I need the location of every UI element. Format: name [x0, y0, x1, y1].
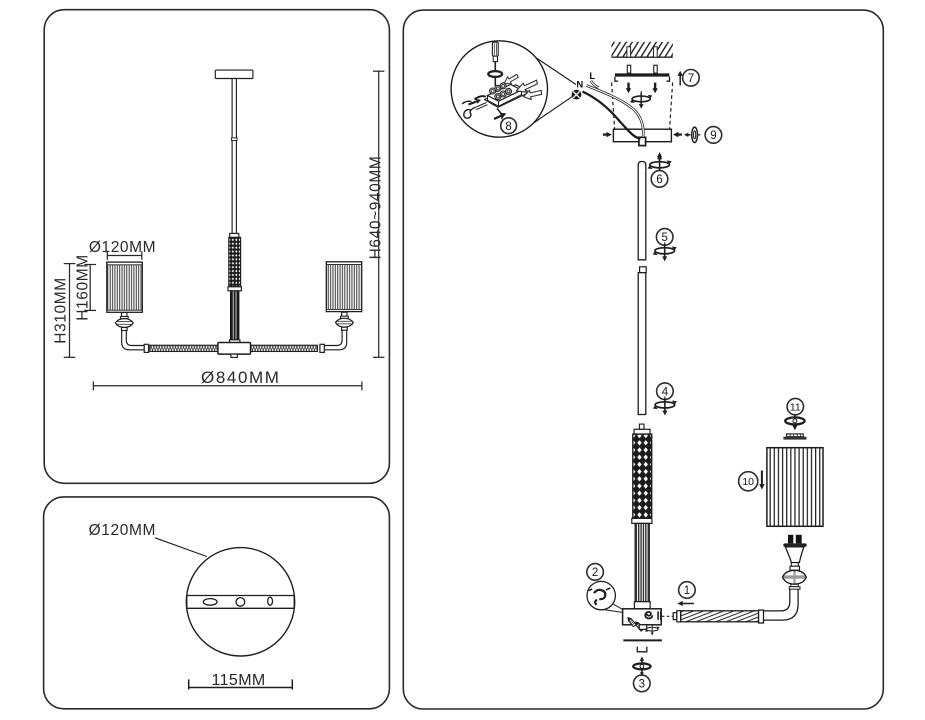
svg-text:11: 11: [790, 401, 801, 413]
svg-text:6: 6: [656, 174, 662, 186]
svg-text:H640~940MM: H640~940MM: [368, 156, 385, 260]
svg-text:10: 10: [742, 476, 754, 488]
svg-text:7: 7: [688, 73, 694, 85]
svg-text:8: 8: [505, 121, 511, 133]
svg-text:3: 3: [639, 679, 645, 691]
svg-text:115MM: 115MM: [212, 672, 266, 689]
svg-text:4: 4: [662, 386, 669, 398]
svg-text:Ø120MM: Ø120MM: [89, 522, 156, 539]
svg-text:H310MM: H310MM: [53, 277, 70, 343]
svg-text:Ø840MM: Ø840MM: [201, 368, 281, 387]
svg-text:1: 1: [684, 585, 690, 597]
svg-text:9: 9: [710, 130, 716, 142]
svg-text:L: L: [589, 71, 595, 82]
svg-text:H160MM: H160MM: [74, 254, 91, 320]
svg-text:Ø120MM: Ø120MM: [89, 239, 156, 256]
svg-text:N: N: [576, 79, 583, 90]
svg-text:2: 2: [592, 567, 598, 579]
svg-text:5: 5: [661, 232, 667, 244]
